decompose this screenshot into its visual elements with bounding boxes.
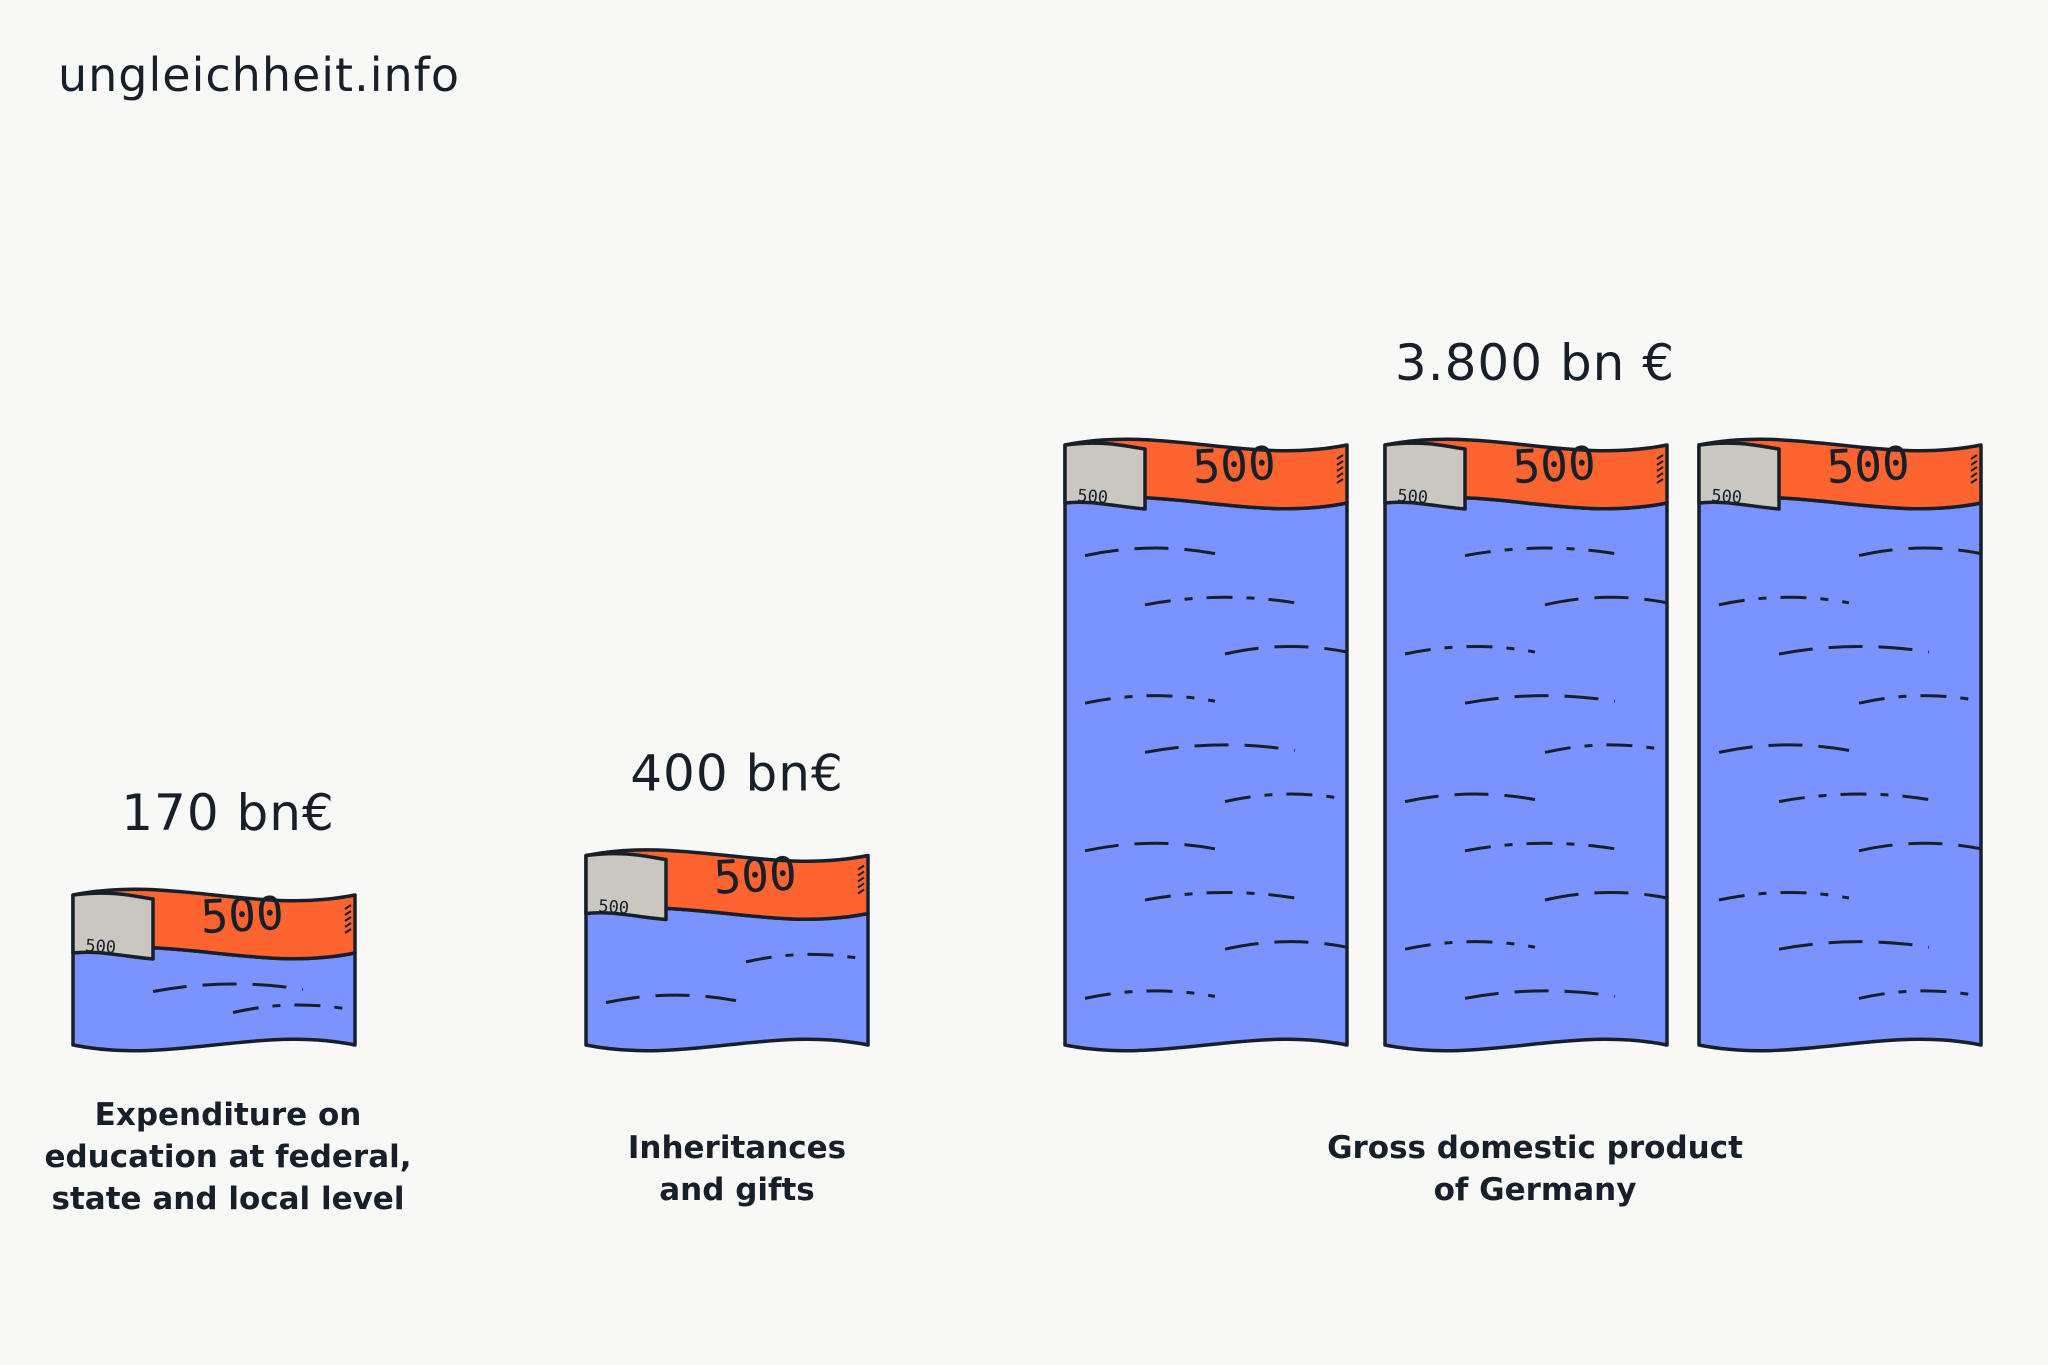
banknote-hatch	[1970, 478, 1978, 484]
banknote-hatch	[857, 870, 865, 877]
banknote-hatch	[1656, 472, 1664, 478]
banknote-hatch	[1656, 466, 1664, 472]
stack-edge-stroke	[1084, 841, 1216, 853]
banknote-corner	[1697, 441, 1781, 511]
stack-edge-stroke	[1084, 694, 1216, 705]
banknote-denomination-large: 500	[712, 846, 798, 904]
banknote-hatch	[857, 888, 865, 895]
category-label-line: of Germany	[1434, 1172, 1637, 1208]
stack-body	[584, 906, 870, 1053]
stack-edge-stroke	[1858, 989, 1982, 1000]
stack-edge-stroke	[605, 993, 737, 1005]
brand-title: ungleichheit.info	[58, 48, 460, 102]
category-label-line: Expenditure on	[95, 1097, 362, 1133]
banknote-hatch	[1970, 454, 1978, 460]
banknote-hatch	[1656, 460, 1664, 466]
stack-edge-stroke	[1084, 989, 1216, 1000]
category-label-line: education at federal,	[44, 1139, 411, 1175]
stack-edge-stroke	[1858, 694, 1982, 705]
banknote-stack: 500 500	[584, 846, 870, 1053]
stack-body	[1697, 495, 1983, 1053]
category-label-line: and gifts	[659, 1172, 815, 1208]
banknote-hatch	[1336, 466, 1344, 472]
value-label: 170 bn€	[121, 784, 335, 842]
stack-edge-stroke	[1404, 792, 1536, 804]
stack-edge-stroke	[1718, 743, 1850, 754]
stack-edge-stroke	[1544, 595, 1668, 607]
stack-edge-stroke	[1778, 644, 1930, 656]
banknote-denomination-small: 500	[85, 936, 117, 958]
stack-edge-stroke	[1718, 891, 1850, 902]
stack-edge-stroke	[1778, 792, 1930, 804]
stack-edge-stroke	[232, 1003, 356, 1014]
banknote-denomination-large: 500	[199, 886, 285, 944]
banknote-hatch	[344, 928, 352, 934]
banknote-denomination-small: 500	[598, 897, 630, 919]
stack-edge-stroke	[745, 952, 869, 964]
banknote-stack: 500 500	[1697, 436, 1983, 1053]
value-label: 3.800 bn €	[1395, 334, 1675, 392]
stack-body	[1063, 495, 1349, 1053]
banknote-stack: 500 500	[71, 886, 357, 1053]
banknote-stack: 500 500	[1063, 436, 1349, 1053]
stack-edge-stroke	[1404, 645, 1536, 656]
category-label-line: Inheritances	[628, 1130, 846, 1166]
stack-edge-stroke	[1084, 546, 1216, 558]
banknote-denomination-small: 500	[1711, 486, 1743, 508]
stack-edge-stroke	[1144, 890, 1296, 902]
stack-edge-stroke	[1404, 940, 1536, 951]
stack-edge-stroke	[1224, 792, 1348, 804]
banknote-corner	[71, 891, 155, 961]
banknote-hatch	[1656, 454, 1664, 460]
banknote-denomination-small: 500	[1077, 486, 1109, 508]
banknote-corner	[1063, 441, 1147, 511]
stack-edge-stroke	[1464, 989, 1616, 1000]
banknote-corner	[1383, 441, 1467, 511]
stack-edge-stroke	[1464, 546, 1616, 558]
stack-edge-stroke	[1718, 595, 1850, 607]
banknote-hatch	[344, 922, 352, 928]
banknote-corner	[584, 851, 668, 922]
banknote-hatch	[857, 882, 865, 889]
banknote-hatch	[1336, 472, 1344, 478]
banknote-hatch	[344, 916, 352, 922]
banknote-hatch	[1970, 472, 1978, 478]
banknote-denomination-large: 500	[1191, 436, 1277, 494]
stack-edge-stroke	[1144, 595, 1296, 607]
value-label: 400 bn€	[630, 745, 844, 803]
banknote-hatch	[1336, 460, 1344, 466]
banknote-denomination-large: 500	[1825, 436, 1911, 494]
stack-edge-stroke	[1464, 694, 1616, 705]
banknote-denomination-small: 500	[1397, 486, 1429, 508]
stack-edge-stroke	[1544, 891, 1668, 902]
stack-edge-stroke	[1778, 940, 1930, 951]
banknote-hatch	[1336, 478, 1344, 484]
banknote-hatch	[344, 904, 352, 910]
banknote-hatch	[857, 876, 865, 883]
banknote-hatch	[1656, 478, 1664, 484]
banknote-hatch	[1336, 454, 1344, 460]
stack-body	[1383, 495, 1669, 1053]
category-label-line: state and local level	[52, 1181, 405, 1217]
stack-edge-stroke	[1464, 841, 1616, 853]
stack-edge-stroke	[1858, 546, 1982, 558]
category-label-line: Gross domestic product	[1327, 1130, 1743, 1166]
banknote-hatch	[344, 910, 352, 916]
banknote-hatch	[1970, 460, 1978, 466]
stack-edge-stroke	[152, 982, 304, 993]
stack-edge-stroke	[1144, 743, 1296, 754]
banknote-hatch	[1970, 466, 1978, 472]
banknote-hatch	[857, 864, 865, 871]
stack-body	[71, 945, 357, 1053]
stack-edge-stroke	[1858, 841, 1982, 853]
banknote-stack: 500 500	[1383, 436, 1669, 1053]
stack-edge-stroke	[1224, 940, 1348, 951]
banknote-denomination-large: 500	[1511, 436, 1597, 494]
stack-edge-stroke	[1224, 645, 1348, 656]
stack-edge-stroke	[1544, 743, 1668, 754]
